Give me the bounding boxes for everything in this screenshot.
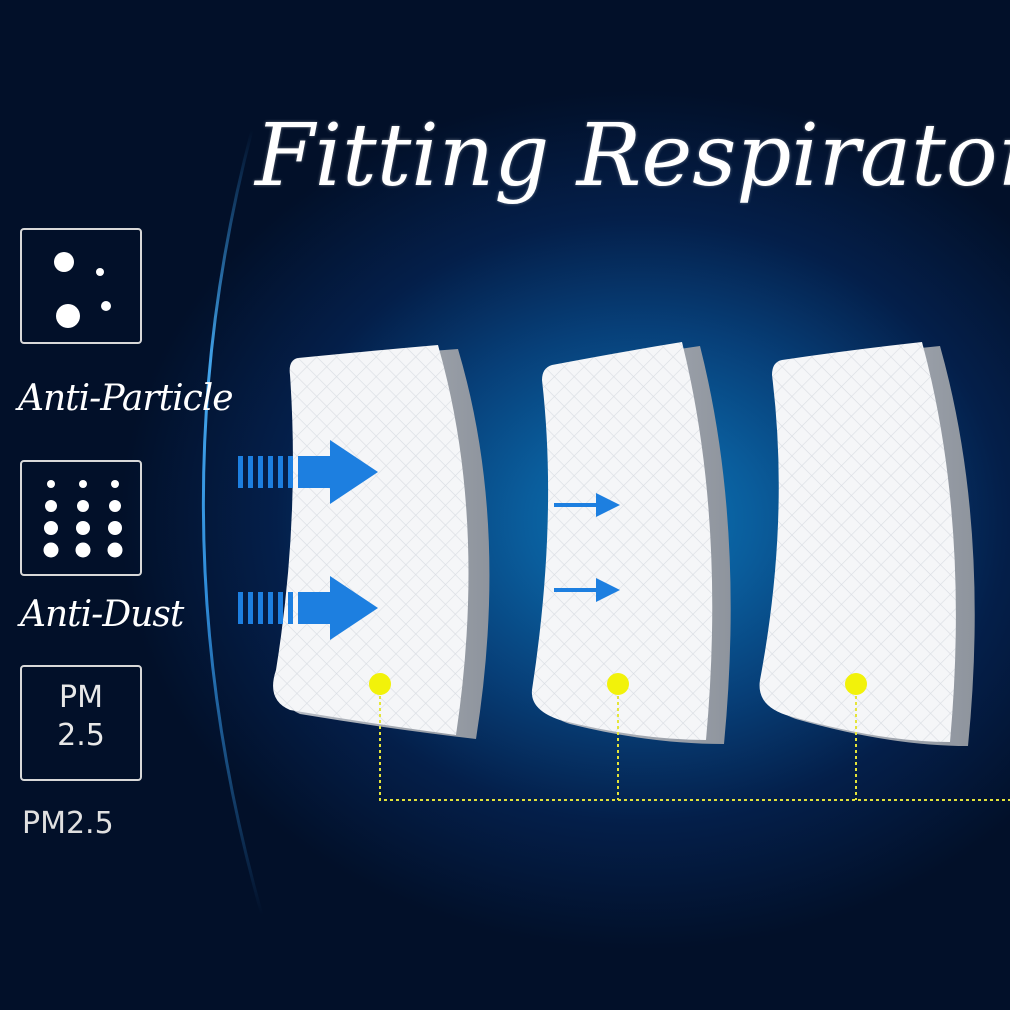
indicator-dot-1 [369, 673, 391, 695]
indicator-dot-2 [607, 673, 629, 695]
page-title: Fitting Respirator [255, 106, 1010, 206]
particles-icon [20, 228, 142, 344]
pm25-label: PM2.5 [22, 806, 114, 841]
filter-layer-3 [759, 342, 975, 746]
indicator-leader-lines [379, 684, 1010, 801]
filter-layer-2 [531, 342, 731, 744]
anti-dust-label: Anti-Dust [20, 594, 184, 635]
dust-grid-icon [20, 460, 142, 576]
pm25-icon: PM 2.5 [20, 665, 142, 781]
airflow-arrow-small-bottom [554, 578, 620, 602]
anti-particle-label: Anti-Particle [18, 378, 234, 419]
pm25-icon-line2: 2.5 [57, 718, 105, 753]
indicator-dot-3 [845, 673, 867, 695]
airflow-arrow-large-top [238, 440, 378, 504]
airflow-arrow-small-top [554, 493, 620, 517]
airflow-arrow-large-bottom [238, 576, 378, 640]
pm25-icon-line1: PM [59, 680, 103, 715]
